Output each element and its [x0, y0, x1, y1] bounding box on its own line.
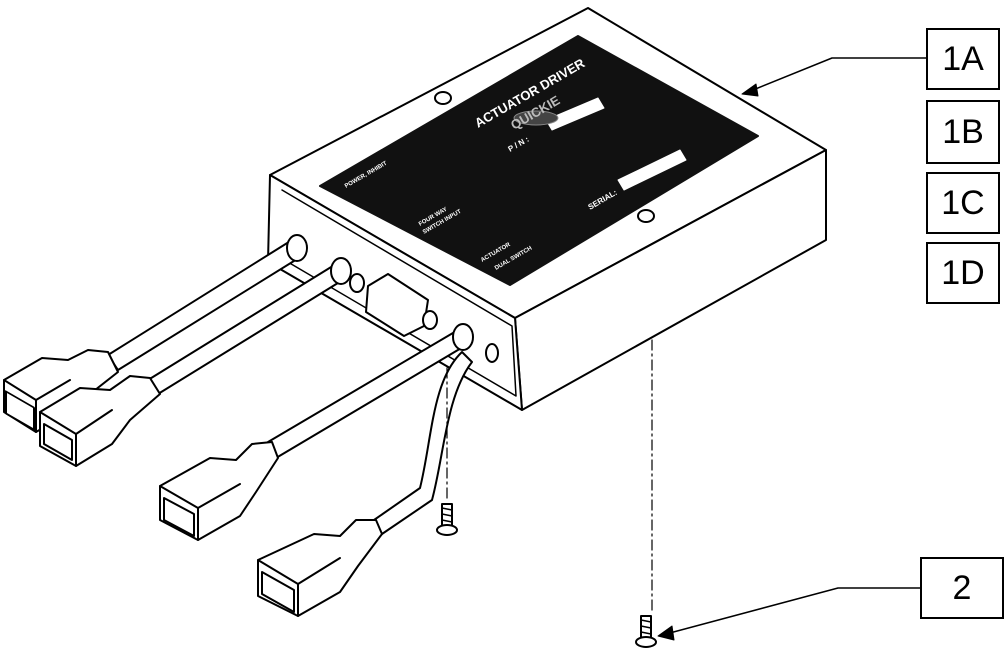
label-plate: [319, 35, 759, 286]
callout-label: 1D: [941, 253, 985, 292]
arrowhead-icon: [657, 625, 675, 641]
side-hole: [485, 343, 499, 363]
pn-field: [545, 97, 605, 131]
callout-2: 2: [920, 557, 1004, 619]
callout-label: 1A: [942, 39, 984, 78]
callout-1a: 1A: [926, 28, 1000, 90]
mounting-hole: [434, 91, 452, 105]
callout-label: 2: [952, 568, 972, 607]
screw: [436, 503, 458, 536]
leader-line-2: [665, 587, 921, 635]
callout-label: 1B: [942, 112, 984, 151]
callout-1d: 1D: [926, 242, 1000, 304]
d-sub-connector: [349, 273, 438, 337]
callout-1b: 1B: [926, 100, 1000, 164]
quickie-logo-icon: [513, 110, 559, 126]
callout-1c: 1C: [926, 172, 1000, 234]
connector-plug: [39, 375, 161, 467]
cable-harness: [107, 234, 474, 535]
screw: [635, 615, 657, 648]
mounting-hole: [637, 209, 655, 223]
connector-plug: [257, 519, 383, 617]
leader-line-1a: [747, 57, 927, 93]
connector-plug: [159, 441, 279, 541]
arrowhead-icon: [741, 83, 759, 97]
callout-label: 1C: [941, 183, 985, 222]
serial-field: [617, 149, 687, 191]
connector-plug: [3, 349, 119, 433]
